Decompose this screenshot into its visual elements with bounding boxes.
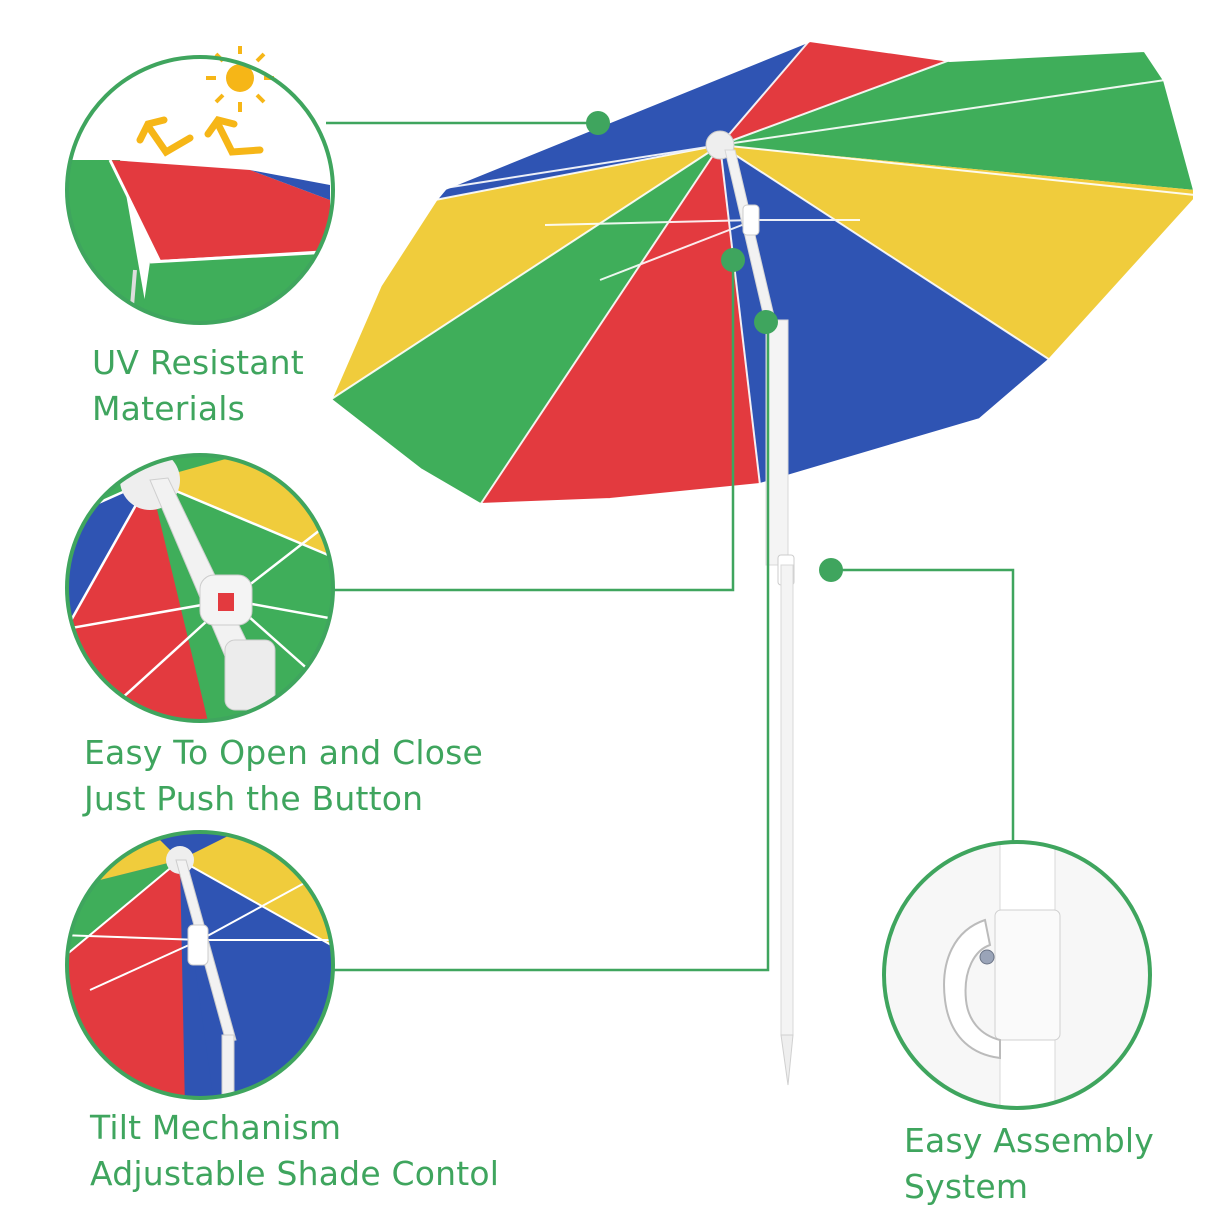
connector-tilt — [333, 310, 778, 972]
arrow-up-left-icon — [136, 116, 194, 157]
canopy-panel — [720, 145, 1195, 360]
detail-circle-open — [65, 453, 335, 723]
detail-circle-uv — [65, 46, 335, 325]
caption-line: UV Resistant — [92, 343, 304, 382]
caption-line: Materials — [92, 389, 246, 428]
caption-line: Tilt Mechanism — [90, 1108, 342, 1147]
caption-line: Just Push the Button — [84, 779, 424, 818]
canopy-panel — [720, 50, 1165, 145]
detail-circle-assembly — [882, 840, 1152, 1110]
connector-assembly — [819, 558, 1015, 842]
sun-icon — [206, 46, 274, 112]
arrow-up-right-icon — [204, 116, 264, 156]
caption-line: Adjustable Shade Contol — [90, 1154, 500, 1193]
connector-open — [333, 248, 745, 592]
canopy-panel — [480, 145, 760, 505]
caption-easy-assembly: Easy Assembly System — [904, 1118, 1154, 1210]
caption-uv-resistant: UV Resistant Materials — [92, 340, 304, 432]
marker-dot — [819, 558, 843, 582]
marker-dot — [754, 310, 778, 334]
marker-dot — [721, 248, 745, 272]
canopy-panel — [720, 40, 950, 145]
detail-circle-tilt — [65, 830, 335, 1100]
connector-uv — [326, 111, 610, 135]
caption-line: Easy To Open and Close — [84, 733, 484, 772]
marker-dot — [586, 111, 610, 135]
umbrella-pole — [724, 149, 795, 1086]
canopy-panel — [720, 145, 1050, 485]
canopy-panel — [330, 145, 720, 505]
umbrella-canopy — [327, 37, 1197, 508]
caption-line: System — [904, 1167, 1029, 1206]
canopy-edge — [327, 37, 1197, 508]
caption-line: Easy Assembly — [904, 1121, 1154, 1160]
caption-easy-open: Easy To Open and Close Just Push the But… — [84, 730, 483, 822]
canopy-panel — [720, 80, 1195, 190]
caption-tilt-mechanism: Tilt Mechanism Adjustable Shade Contol — [90, 1105, 499, 1197]
